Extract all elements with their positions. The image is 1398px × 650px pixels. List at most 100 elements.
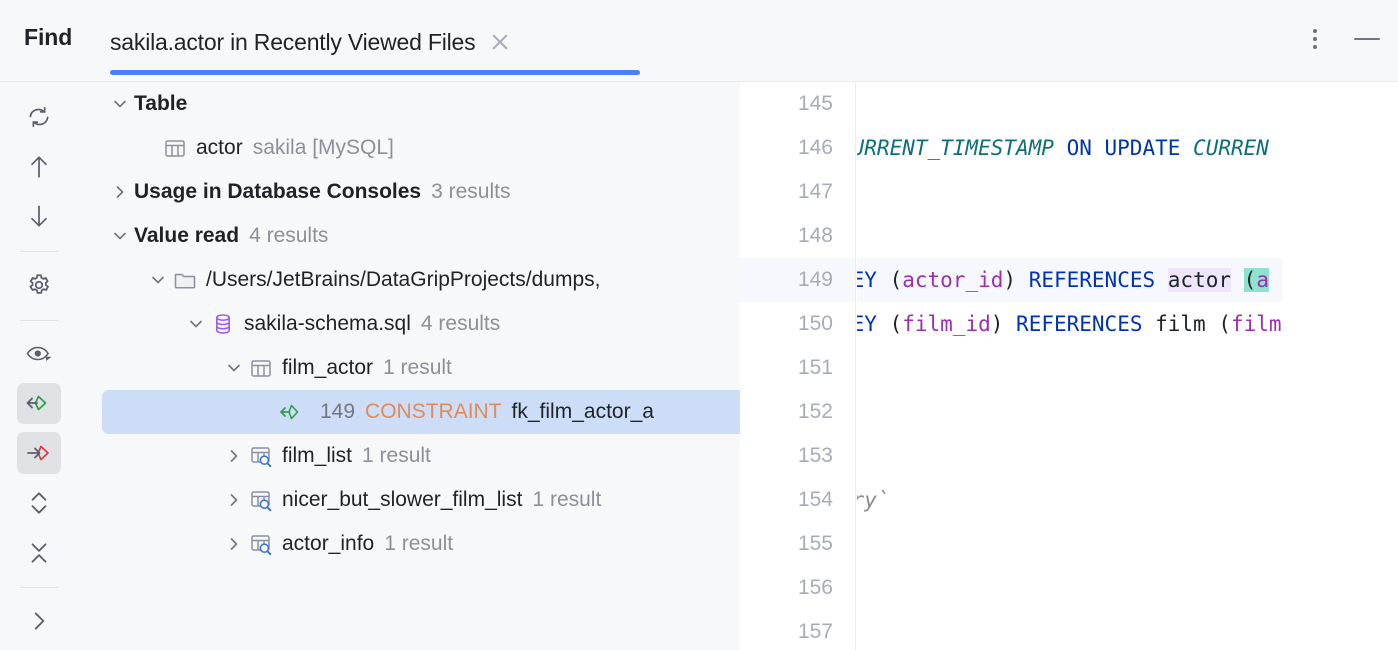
tree-item-name: film_actor <box>282 356 374 379</box>
editor-line[interactable] <box>857 390 1282 434</box>
chevron-down-icon[interactable] <box>106 82 134 126</box>
tree-group-count: 4 results <box>249 224 329 247</box>
usage-highlight-token: actor <box>1167 268 1231 292</box>
tab-label: sakila.actor in Recently Viewed Files <box>110 28 476 55</box>
chevron-right-icon[interactable] <box>220 522 248 566</box>
tree-item-film-list[interactable]: film_list 1 result <box>78 434 740 478</box>
more-vertical-icon[interactable] <box>1300 24 1330 54</box>
tree-item-nicer-but-slower-film-list[interactable]: nicer_but_slower_film_list 1 result <box>78 478 740 522</box>
editor-line[interactable]: ory` <box>857 478 1282 522</box>
tree-group-usage-in-database-consoles[interactable]: Usage in Database Consoles 3 results <box>78 170 740 214</box>
editor-line[interactable] <box>857 82 1282 126</box>
editor-line[interactable] <box>857 610 1282 650</box>
search-results-tree[interactable]: Table actor sakila [MySQL] Usage in Data… <box>78 82 740 650</box>
tree-item-count: 1 result <box>383 356 452 379</box>
editor-line[interactable] <box>857 170 1282 214</box>
filter-value-write-button[interactable] <box>17 432 61 474</box>
editor-line-number: 150 <box>797 312 833 335</box>
code-token: ( <box>876 268 903 292</box>
result-line-number: 149 <box>320 400 356 423</box>
tab-active-indicator <box>110 70 640 75</box>
code-token: film ( <box>1142 312 1231 336</box>
tree-group-label: Table <box>134 92 188 115</box>
settings-button[interactable] <box>17 264 61 306</box>
tree-group-table[interactable]: Table <box>78 82 740 126</box>
editor-line[interactable] <box>857 434 1282 478</box>
sql-file-icon <box>210 311 236 337</box>
view-icon <box>248 443 274 469</box>
editor-line-number: 146 <box>797 136 833 159</box>
collapse-all-button[interactable] <box>17 532 61 574</box>
code-token: ( <box>876 312 903 336</box>
gear-icon <box>29 274 49 294</box>
rerun-search-button[interactable] <box>17 96 61 138</box>
code-token: KEY <box>857 312 877 336</box>
editor-line[interactable] <box>857 522 1282 566</box>
tree-item-sql-file[interactable]: sakila-schema.sql 4 results <box>78 302 740 346</box>
window-header: Find sakila.actor in Recently Viewed Fil… <box>0 0 1398 82</box>
chevron-down-icon[interactable] <box>182 302 210 346</box>
code-token: ory` <box>857 488 890 512</box>
tab-search-results[interactable]: sakila.actor in Recently Viewed Files <box>110 20 511 64</box>
editor-line[interactable]: CURRENT_TIMESTAMP ON UPDATE CURREN <box>857 126 1282 170</box>
editor-line[interactable]: KEY (actor_id) REFERENCES actor (a <box>857 258 1282 302</box>
editor-line-number: 157 <box>797 620 833 643</box>
tree-item-actor-info[interactable]: actor_info 1 result <box>78 522 740 566</box>
tree-item-name: film_list <box>282 444 353 467</box>
chevron-right-icon[interactable] <box>220 434 248 478</box>
tree-item-film-actor[interactable]: film_actor 1 result <box>78 346 740 390</box>
preview-usages-button[interactable] <box>17 333 61 375</box>
code-token: film <box>1231 312 1282 336</box>
collapse-all-icon <box>31 542 47 563</box>
close-icon[interactable] <box>489 31 511 53</box>
editor-line-number: 154 <box>797 488 833 511</box>
next-occurrence-button[interactable] <box>17 195 61 237</box>
code-token <box>1054 136 1067 160</box>
chevron-down-icon[interactable] <box>144 258 172 302</box>
window-controls <box>1300 24 1382 54</box>
tree-item-detail: sakila [MySQL] <box>252 136 394 159</box>
chevron-down-icon[interactable] <box>220 346 248 390</box>
editor-line[interactable] <box>857 346 1282 390</box>
code-token: film_id <box>902 312 991 336</box>
view-icon <box>248 487 274 513</box>
code-token: REFERENCES <box>1016 312 1143 336</box>
expand-all-button[interactable] <box>17 482 61 524</box>
filter-value-read-button[interactable] <box>17 382 61 425</box>
editor-code-area[interactable]: CURRENT_TIMESTAMP ON UPDATE CURREN KEY (… <box>857 82 1398 650</box>
chevron-right-icon[interactable] <box>106 170 134 214</box>
editor-line[interactable] <box>857 214 1282 258</box>
tree-item-actor[interactable]: actor sakila [MySQL] <box>78 126 740 170</box>
tree-group-value-read[interactable]: Value read 4 results <box>78 214 740 258</box>
value-read-arrow-icon <box>26 396 47 411</box>
table-icon <box>162 135 188 161</box>
chevron-down-icon[interactable] <box>106 214 134 258</box>
code-token: REFERENCES <box>1028 268 1156 292</box>
editor-line-number: 152 <box>797 400 833 423</box>
code-token: CURREN <box>1193 136 1269 160</box>
tree-item-directory[interactable]: /Users/JetBrains/DataGripProjects/dumps, <box>78 258 740 302</box>
value-write-arrow-icon <box>27 445 49 461</box>
editor-line-number: 149 <box>740 258 855 302</box>
code-token <box>1180 136 1193 160</box>
minimize-icon[interactable] <box>1352 24 1382 54</box>
search-match-token: ( <box>1243 268 1257 292</box>
show-options-button[interactable] <box>17 600 61 642</box>
chevron-right-icon <box>34 612 45 630</box>
expand-all-icon <box>31 492 47 514</box>
code-token <box>1155 268 1168 292</box>
chevron-right-icon[interactable] <box>220 478 248 522</box>
code-token: ) <box>990 312 1017 336</box>
editor-line-number: 156 <box>797 576 833 599</box>
editor-line[interactable] <box>857 566 1282 610</box>
tree-result-row-selected[interactable]: 149 CONSTRAINT fk_film_actor_a <box>102 390 740 434</box>
editor-line-number: 148 <box>797 224 833 247</box>
arrow-down-icon <box>31 205 47 227</box>
editor-line-number: 151 <box>797 356 833 379</box>
previous-occurrence-button[interactable] <box>17 146 61 188</box>
editor-line[interactable]: KEY (film_id) REFERENCES film (film <box>857 302 1282 346</box>
tree-item-name: sakila-schema.sql <box>244 312 411 335</box>
editor-line-number: 153 <box>797 444 833 467</box>
